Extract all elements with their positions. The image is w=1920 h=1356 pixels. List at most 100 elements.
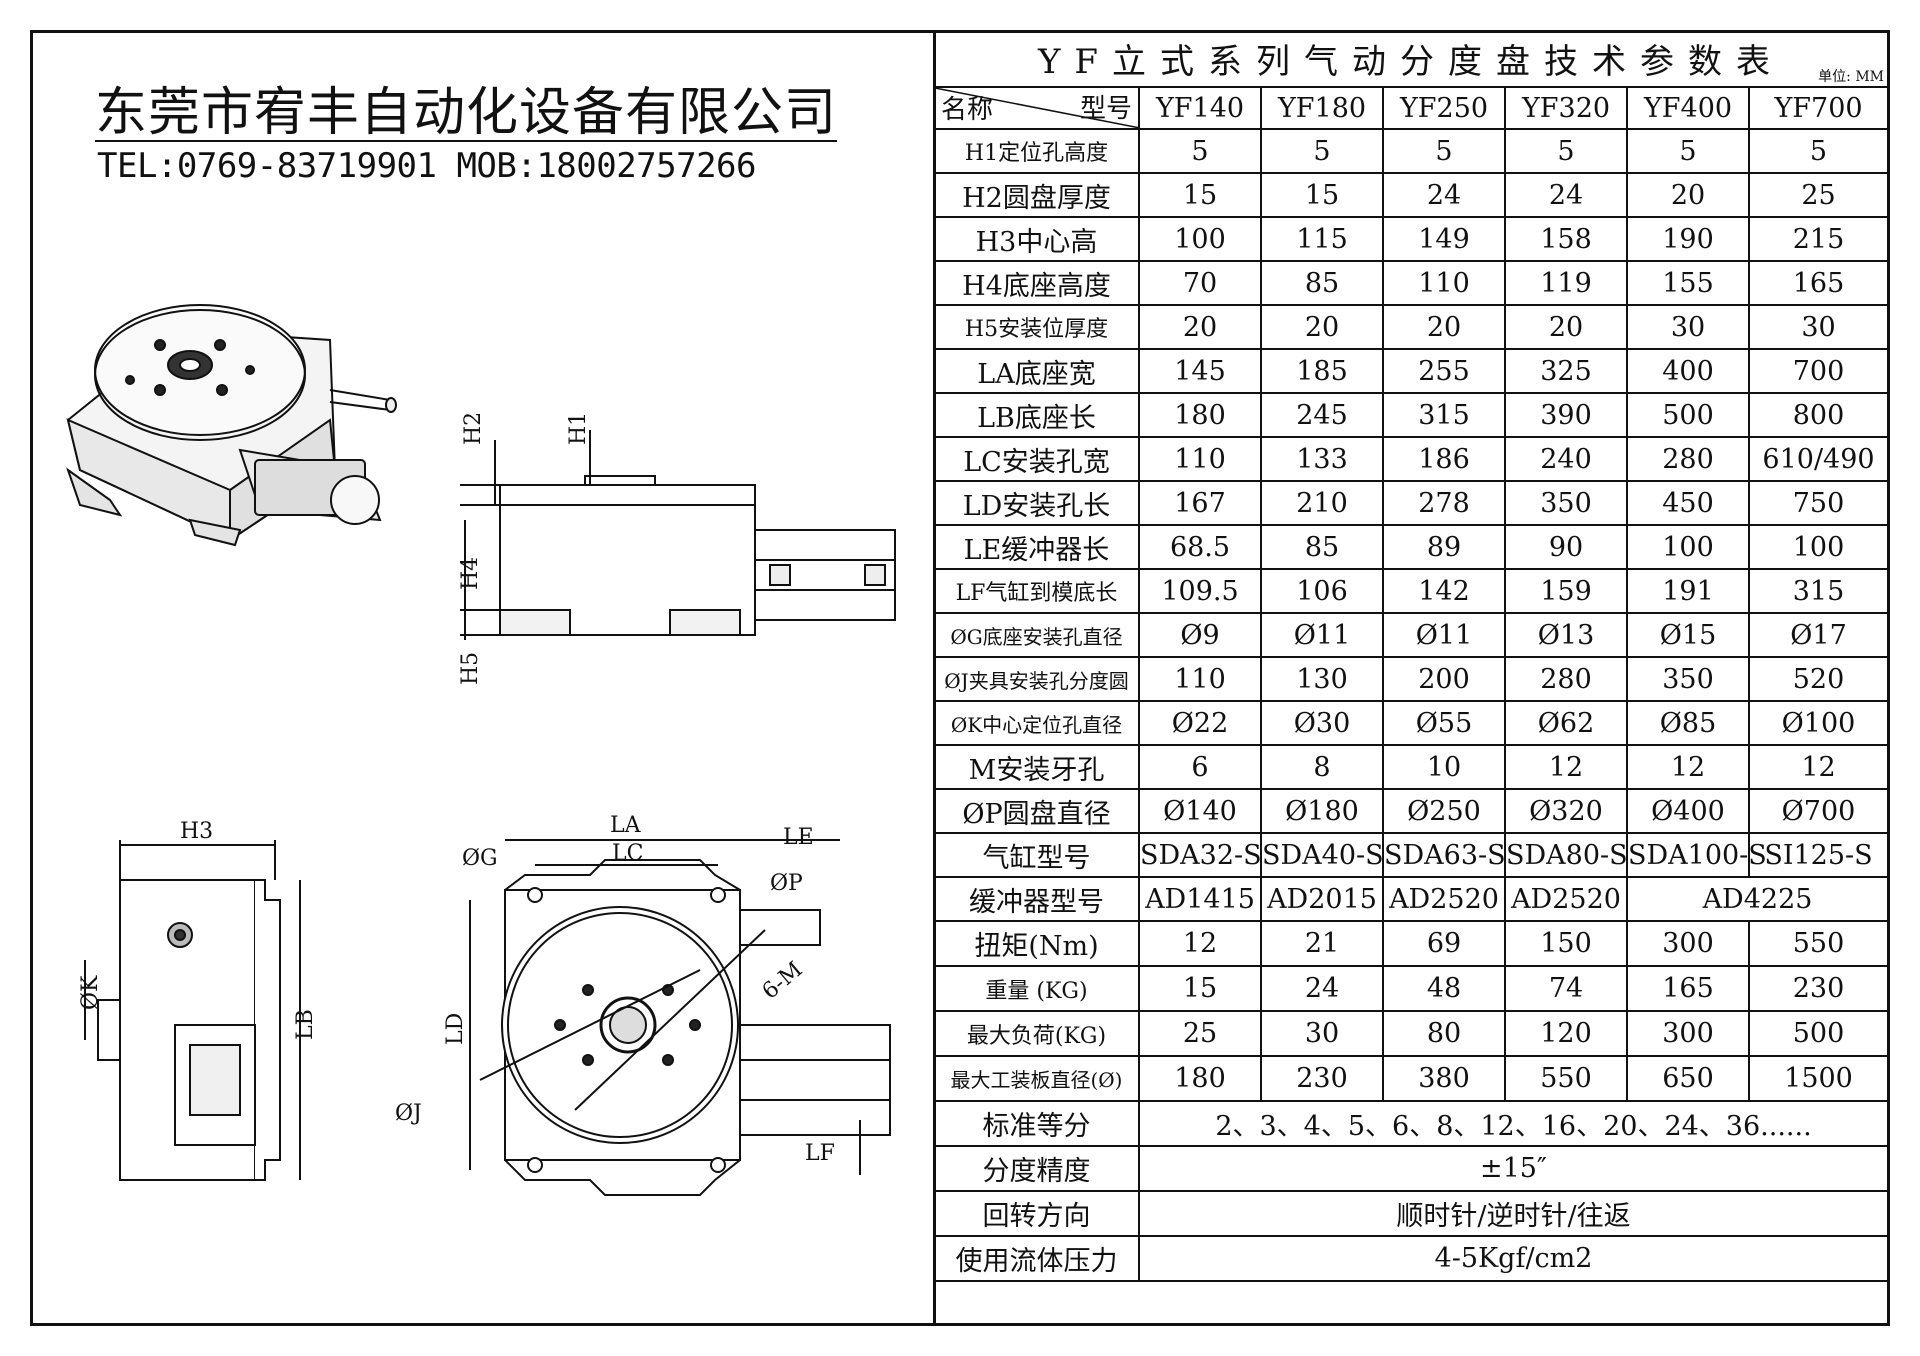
label-lb: LB [293,1009,318,1040]
cell: 15 [1260,172,1384,218]
row-label: H2圆盘厚度 [933,172,1140,218]
front-view [84,840,301,1181]
cell: Ø30 [1260,700,1384,746]
cell: 159 [1504,568,1628,614]
label-phi-k: ØK [78,975,103,1010]
cell: 24 [1504,172,1628,218]
row-label: 回转方向 [933,1190,1140,1237]
cell: 230 [1748,965,1889,1012]
cell: 109.5 [1138,568,1262,614]
row-label: H4底座高度 [933,260,1140,306]
cell: AD2520 [1382,876,1506,922]
row-label: ØP圆盘直径 [933,788,1140,834]
row-label: 缓冲器型号 [933,876,1140,922]
label-ld: LD [443,1013,468,1045]
row-label: LE缓冲器长 [933,524,1140,570]
cell: 15 [1138,172,1262,218]
model-header-1: YF180 [1260,86,1384,130]
cell: 150 [1504,920,1628,967]
cell: Ø15 [1626,612,1750,658]
cell: SI125-S [1748,832,1889,878]
cell: SDA40-S [1260,832,1384,878]
cell: 210 [1260,480,1384,526]
cell: 215 [1748,216,1889,262]
cell: 167 [1138,480,1262,526]
cell: AD2520 [1504,876,1628,922]
row-label: 气缸型号 [933,832,1140,878]
label-phi-j: ØJ [395,1101,422,1126]
cell: 400 [1626,348,1750,394]
cell: Ø62 [1504,700,1628,746]
header-name-label: 名称 [941,95,994,125]
cell: Ø17 [1748,612,1889,658]
model-header-5: YF700 [1748,86,1889,130]
model-header-0: YF140 [1138,86,1262,130]
cell: 110 [1382,260,1506,306]
cell: AD2015 [1260,876,1384,922]
cell: 550 [1504,1055,1628,1102]
cell: 89 [1382,524,1506,570]
cell: AD1415 [1138,876,1262,922]
label-le: LE [783,825,814,850]
row-label: ØG底座安装孔直径 [933,612,1140,658]
cell: 70 [1138,260,1262,306]
row-label: H5安装位厚度 [933,304,1140,350]
cell: 68.5 [1138,524,1262,570]
cell: 142 [1382,568,1506,614]
cell: 119 [1504,260,1628,306]
cell: 20 [1626,172,1750,218]
cell: 48 [1382,965,1506,1012]
cell: 278 [1382,480,1506,526]
side-elevation-view [460,430,896,640]
cell: 20 [1382,304,1506,350]
row-label: ØK中心定位孔直径 [933,700,1140,746]
table-row-merged: 回转方向顺时针/逆时针/往返 [933,1190,1889,1237]
cell: 30 [1626,304,1750,350]
header-model-label: 型号 [1079,94,1132,124]
cell: 240 [1504,436,1628,482]
cell: Ø22 [1138,700,1262,746]
row-label: LB底座长 [933,392,1140,438]
cell: 30 [1260,1010,1384,1057]
cell: 700 [1748,348,1889,394]
row-label: H3中心高 [933,216,1140,262]
table-title-cell: YF立式系列气动分度盘技术参数表 单位: MM [934,30,1888,88]
label-h1: H1 [566,412,591,445]
cell: 10 [1382,744,1506,790]
cell: 5 [1748,128,1889,174]
label-phi-p: ØP [770,871,803,896]
cell: 300 [1626,920,1750,967]
cell: 155 [1626,260,1750,306]
cell: 280 [1626,436,1750,482]
cell: 245 [1260,392,1384,438]
row-label: LD安装孔长 [933,480,1140,526]
row-label: 最大工装板直径(Ø) [933,1055,1140,1102]
top-view [469,839,891,1196]
cell: 21 [1260,920,1384,967]
cell: 650 [1626,1055,1750,1102]
row-label: 最大负荷(KG) [933,1010,1140,1057]
cell: 165 [1626,965,1750,1012]
cell: 1500 [1748,1055,1889,1102]
cell: 380 [1382,1055,1506,1102]
cell: 80 [1382,1010,1506,1057]
cell: 158 [1504,216,1628,262]
label-la: LA [610,813,642,838]
cell: 165 [1748,260,1889,306]
cell: 390 [1504,392,1628,438]
cell: 610/490 [1748,436,1889,482]
cell: 230 [1260,1055,1384,1102]
unit-label: 单位: MM [1818,69,1884,85]
row-label: LA底座宽 [933,348,1140,394]
